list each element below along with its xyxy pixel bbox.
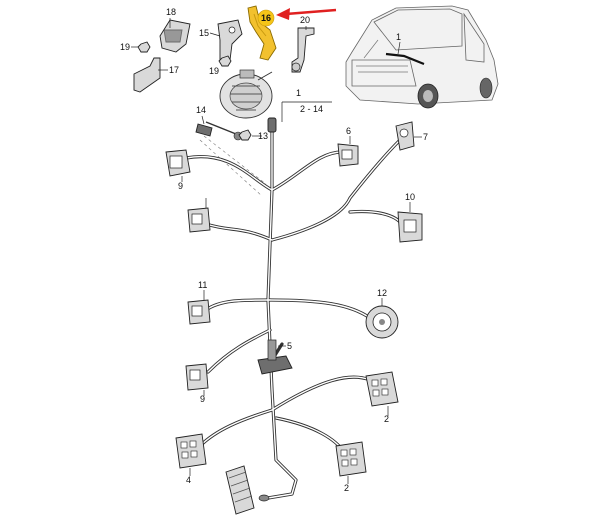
callout-15: 15 <box>199 28 209 38</box>
nut-19-top <box>137 41 151 53</box>
callout-18: 18 <box>166 7 176 17</box>
callout-6: 6 <box>346 126 351 136</box>
callout-14: 14 <box>196 105 206 115</box>
callout-19-top: 19 <box>120 42 130 52</box>
wiring-harness-highlight <box>185 127 401 499</box>
screw-13 <box>238 129 252 141</box>
callout-12: 12 <box>377 288 387 298</box>
callout-11: 11 <box>198 280 207 290</box>
connector-9-lower <box>185 363 209 391</box>
alternator-illustration <box>219 69 273 119</box>
grommet-5 <box>257 339 293 375</box>
connector-left-upper <box>187 207 211 233</box>
callout-2-upper: 2 <box>384 414 389 424</box>
connector-12-round <box>365 305 399 339</box>
vehicle-illustration <box>345 5 499 109</box>
callout-19-mid: 19 <box>209 66 219 76</box>
connector-2-lower <box>335 441 367 477</box>
connector-4 <box>175 433 207 469</box>
callout-7: 7 <box>423 132 428 142</box>
bracket-20 <box>291 27 315 73</box>
red-arrow-icon <box>276 8 337 20</box>
connector-9-upper <box>165 149 191 177</box>
callout-range-2-14: 2 - 14 <box>300 104 323 114</box>
callout-1-car: 1 <box>396 32 401 42</box>
connector-10 <box>397 211 423 243</box>
terminal-block <box>225 465 255 515</box>
ground-eyelet <box>258 494 270 502</box>
wiring-harness <box>184 126 402 500</box>
callout-16-badge <box>257 9 275 27</box>
ground-strap-14 <box>195 121 243 141</box>
connector-2-upper <box>365 371 399 407</box>
holder-17 <box>133 57 161 93</box>
callout-5: 5 <box>287 341 292 351</box>
callout-20: 20 <box>300 15 310 25</box>
connector-6 <box>337 143 359 167</box>
callout-1-range: 1 <box>296 88 301 98</box>
bracket-15 <box>217 19 243 61</box>
callout-16: 16 <box>261 13 271 23</box>
connector-7 <box>395 121 415 151</box>
callout-9-lower: 9 <box>200 394 205 404</box>
callout-17: 17 <box>169 65 179 75</box>
callout-9-upper: 9 <box>178 181 183 191</box>
terminal-top <box>267 117 277 133</box>
nut-19-mid <box>218 55 232 67</box>
callout-13: 13 <box>258 131 268 141</box>
callout-4: 4 <box>186 475 191 485</box>
callout-10: 10 <box>405 192 415 202</box>
callout-2-lower: 2 <box>344 483 349 493</box>
connector-11 <box>187 299 211 325</box>
bracket-18 <box>159 19 191 53</box>
leader-1-car <box>397 41 401 55</box>
